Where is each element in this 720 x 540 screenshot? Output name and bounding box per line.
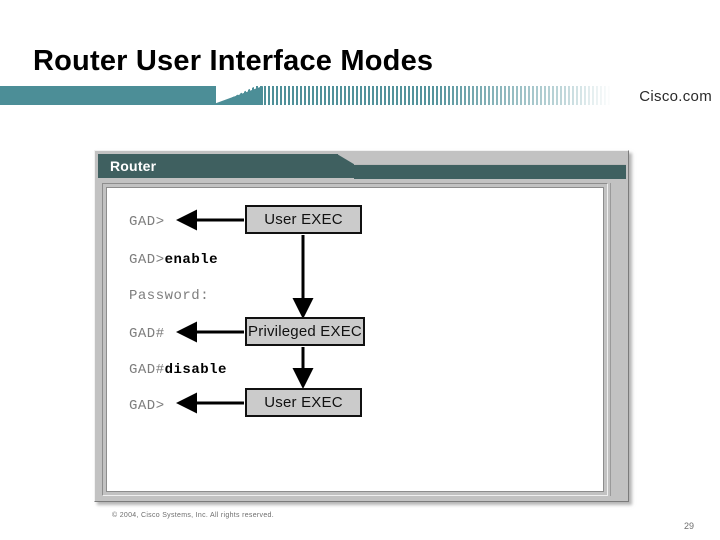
copyright-notice: © 2004, Cisco Systems, Inc. All rights r… bbox=[112, 512, 274, 519]
terminal-pane[interactable]: GAD> GAD>enable Password: GAD# GAD#disab… bbox=[106, 187, 604, 492]
window-scroll-gutter[interactable] bbox=[610, 183, 625, 496]
terminal-prompt: GAD> bbox=[129, 398, 165, 414]
terminal-command: disable bbox=[164, 362, 227, 378]
banner-solid-bar bbox=[0, 86, 216, 105]
flow-box-user-exec-top[interactable]: User EXEC bbox=[245, 205, 362, 234]
terminal-line-2: GAD>enable bbox=[129, 252, 218, 268]
window-titlebar[interactable]: Router bbox=[98, 154, 626, 179]
terminal-line-1: GAD> bbox=[129, 214, 165, 230]
page-title: Router User Interface Modes bbox=[33, 45, 434, 77]
brand-banner bbox=[0, 86, 720, 105]
flow-box-user-exec-bottom[interactable]: User EXEC bbox=[245, 388, 362, 417]
terminal-line-5: GAD#disable bbox=[129, 362, 227, 378]
terminal-prompt: GAD> bbox=[129, 214, 165, 230]
window-title-label: Router bbox=[110, 158, 157, 174]
titlebar-right-segment bbox=[354, 164, 626, 179]
cisco-com-brand-text: Cisco.com bbox=[639, 88, 712, 105]
terminal-prompt: GAD> bbox=[129, 252, 165, 268]
terminal-line-4: GAD# bbox=[129, 326, 165, 342]
terminal-command: enable bbox=[164, 252, 219, 268]
titlebar-notch-shape bbox=[337, 154, 355, 178]
terminal-prompt: GAD# bbox=[129, 326, 165, 342]
router-window: Router GAD> GAD>enable Password: GAD# GA… bbox=[94, 150, 629, 502]
window-content-bevel: GAD> GAD>enable Password: GAD# GAD#disab… bbox=[102, 183, 608, 496]
flow-box-privileged-exec[interactable]: Privileged EXEC bbox=[245, 317, 365, 346]
terminal-prompt: GAD# bbox=[129, 362, 165, 378]
page-number: 29 bbox=[684, 521, 695, 531]
banner-stripe-field bbox=[216, 86, 612, 105]
terminal-prompt: Password: bbox=[129, 288, 210, 304]
terminal-line-6: GAD> bbox=[129, 398, 165, 414]
terminal-line-3: Password: bbox=[129, 288, 209, 304]
titlebar-left-segment bbox=[98, 154, 338, 178]
